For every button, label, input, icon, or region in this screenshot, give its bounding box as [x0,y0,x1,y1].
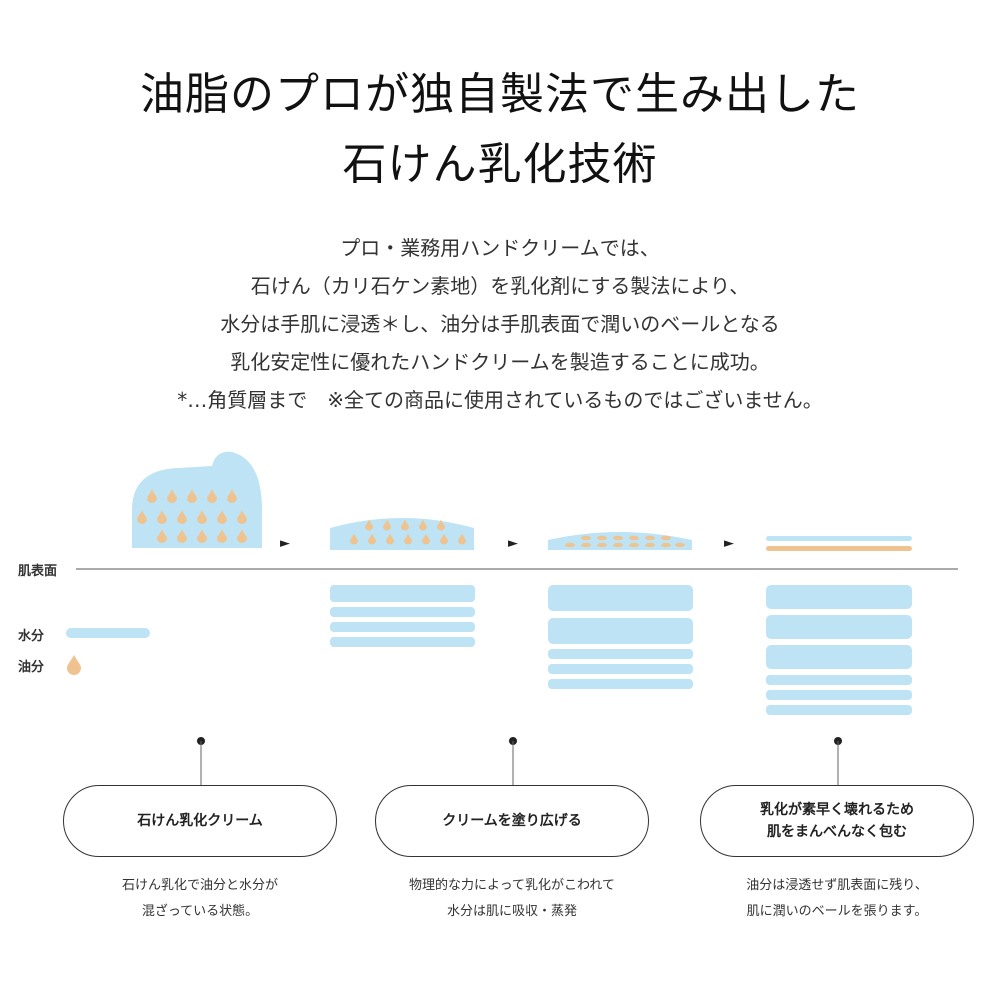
description-line-4: 乳化安定性に優れたハンドクリームを製造することに成功。 [230,350,770,374]
oil-drop [237,529,247,543]
legend-water-label: 水分 [18,629,45,644]
stage-1-pill: 石けん乳化クリーム [63,785,337,857]
oil-drops-group-2 [350,519,466,545]
oil-drop [137,510,147,524]
connector-1 [197,737,205,785]
oil-drop [217,529,227,543]
oil-drop [581,542,591,548]
oil-drop [645,535,655,541]
oil-drop [661,535,671,541]
stage-3-caption: 油分は浸透せず肌表面に残り、 肌に潤いのベールを張ります。 [746,878,928,919]
absorbed-water-layers-4 [766,585,912,715]
oil-drop [350,533,358,545]
oil-drop [597,535,607,541]
legend-oil-drop-icon [67,655,81,675]
arrow-1: ► [280,536,290,551]
cream-mound [132,451,262,548]
description-line-1: プロ・業務用ハンドクリームでは、 [340,236,660,260]
oil-drop [404,533,412,545]
oil-drop [597,542,607,548]
oil-drop [386,533,394,545]
oil-drop [422,533,430,545]
absorbed-water-layers-2 [330,585,475,647]
oil-drop [581,535,591,541]
stage-2-pill-label: クリームを塗り広げる [442,813,582,829]
oil-drop [177,529,187,543]
stage-2-pill: クリームを塗り広げる [375,785,649,857]
page-title-line-2: 石けん乳化技術 [342,139,658,190]
stage-3-pill-label: 乳化が素早く壊れるため 肌をまんべんなく包む [760,802,914,840]
spread-cream-dome [330,518,474,550]
oil-drop [207,489,217,503]
connector-2 [509,737,517,785]
oil-drop [157,510,167,524]
connector-3 [834,737,842,785]
stage-1-caption: 石けん乳化で油分と水分が 混ざっている状態。 [121,878,278,919]
oil-drop [661,542,671,548]
oil-drop [177,510,187,524]
oil-drop [365,519,373,531]
description-line-2: 石けん（カリ石ケン素地）を乳化剤にする製法により、 [250,274,750,298]
stage-1-pill-label: 石けん乳化クリーム [137,813,263,829]
oil-drop [401,519,409,531]
page-title-line-1: 油脂のプロが独自製法で生み出した [140,69,860,120]
arrow-2: ► [508,536,518,551]
oil-drop [440,533,448,545]
stage-2-caption: 物理的な力によって乳化がこわれて 水分は肌に吸収・蒸発 [409,878,615,919]
oil-drop [458,533,466,545]
thin-cream-dome [548,532,692,550]
description-note: *…角質層まで ※全ての商品に使用されているものではございません。 [177,388,823,412]
oil-drop [368,533,376,545]
oil-drop [383,519,391,531]
absorbed-water-layers-3 [548,585,693,689]
oil-drop [675,542,685,548]
oil-drop [419,519,427,531]
description-line-3: 水分は手肌に浸透＊し、油分は手肌表面で潤いのベールとなる [220,312,780,336]
legend-water-swatch [66,628,150,638]
stage-3-pill: 乳化が素早く壊れるため 肌をまんべんなく包む [700,785,974,857]
arrow-3: ► [724,536,734,551]
oil-drops-group-3 [565,535,685,548]
oil-drop [645,542,655,548]
oil-drop [147,489,157,503]
oil-drops-group-1 [137,489,247,543]
oil-drop [237,510,247,524]
oil-drop [157,529,167,543]
oil-drop [613,542,623,548]
legend-oil-label: 油分 [18,660,45,675]
skin-surface-label: 肌表面 [18,564,58,579]
oil-drop [629,535,639,541]
oil-drop [565,542,575,548]
oil-drop [197,510,207,524]
oil-drop [197,529,207,543]
oil-drop [629,542,639,548]
oil-drop [167,489,177,503]
oil-drop [187,489,197,503]
oil-drop [217,510,227,524]
oil-drop [613,535,623,541]
surface-water-layer [766,536,912,541]
surface-oil-veil [766,546,912,551]
oil-drop [437,519,445,531]
oil-drop [227,489,237,503]
